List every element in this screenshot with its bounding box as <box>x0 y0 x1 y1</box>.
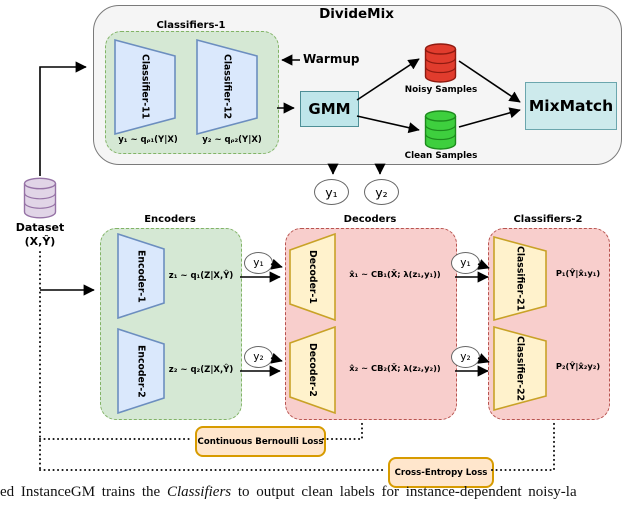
continuous-bernoulli-loss-box: Continuous Bernoulli Loss <box>195 426 326 457</box>
warmup-label: Warmup <box>303 52 360 66</box>
noisy-samples-cylinder-icon <box>424 43 457 88</box>
encoder-1-block: Encoder-1 <box>117 233 165 319</box>
y2-right-ellipse: y₂ <box>451 346 480 368</box>
mixmatch-box: MixMatch <box>525 82 617 130</box>
classifier-12-trapezoid-icon <box>196 39 258 135</box>
y1-right-ellipse: y₁ <box>451 252 480 274</box>
y1-output-ellipse: y₁ <box>314 179 349 205</box>
dataset-cylinder-icon <box>23 177 57 224</box>
encoder-1-label: Encoder-1 <box>135 249 147 303</box>
dotted-cb-loss-to-decoders <box>322 420 363 440</box>
noisy-samples-label: Noisy Samples <box>404 85 478 95</box>
arrow-dataset-to-dividemix <box>39 61 87 176</box>
figure-caption: ed InstanceGM trains the Classifiers to … <box>0 484 640 501</box>
decoder-2-formula: x̂₂ ~ CB₂(X̄; λ(z₂,y₂)) <box>349 363 441 373</box>
dataset-variables-label: (X,Ŷ) <box>24 235 56 248</box>
decoder-2-block: Decoder-2 <box>289 326 336 414</box>
classifier-21-formula: P₁(Ŷ|x̂₁y₁) <box>555 268 601 278</box>
caption-post: to output clean labels for instance-depe… <box>231 484 577 500</box>
classifiers2-title: Classifiers-2 <box>513 214 583 225</box>
decoder-1-formula: x̂₁ ~ CB₁(X̄; λ(z₁,y₁)) <box>349 269 441 279</box>
classifier-12-label: Classifier-12 <box>221 54 233 120</box>
clean-samples-label: Clean Samples <box>404 151 478 161</box>
decoder-2-trapezoid-icon <box>289 326 336 414</box>
gmm-box: GMM <box>300 91 359 127</box>
classifier-22-block: Classifier-22 <box>493 326 547 411</box>
dividemix-title: DivideMix <box>319 6 394 22</box>
classifier-22-trapezoid-icon <box>493 326 547 411</box>
encoder-2-label: Encoder-2 <box>135 344 147 398</box>
encoder-1-trapezoid-icon <box>117 233 165 319</box>
encoder-2-trapezoid-icon <box>117 328 165 414</box>
encoders-title: Encoders <box>144 214 196 225</box>
y1-mid-ellipse: y₁ <box>244 252 273 274</box>
classifier-11-block: Classifier-11 <box>114 39 176 135</box>
caption-italic: Classifiers <box>166 484 232 500</box>
classifier-22-formula: P₂(Ŷ|x̂₂y₂) <box>555 361 601 371</box>
encoder-1-formula: z₁ ~ q₁(Z|X,Ŷ) <box>168 271 234 281</box>
y2-mid-ellipse: y₂ <box>244 346 273 368</box>
classifier-21-label: Classifier-21 <box>514 245 526 312</box>
classifier-11-label: Classifier-11 <box>139 54 151 120</box>
classifier-21-trapezoid-icon <box>493 236 547 321</box>
encoder-2-block: Encoder-2 <box>117 328 165 414</box>
caption-pre: ed InstanceGM trains the <box>0 484 167 500</box>
classifier-12-formula: y₂ ~ qᵨ₂(Y|X) <box>202 135 262 145</box>
classifier-12-block: Classifier-12 <box>196 39 258 135</box>
y2-output-ellipse: y₂ <box>364 179 399 205</box>
classifier-11-formula: y₁ ~ qᵨ₁(Y|X) <box>118 135 178 145</box>
decoder-2-label: Decoder-2 <box>307 343 318 397</box>
clean-samples-cylinder-icon <box>424 110 457 155</box>
dataset-label: Dataset <box>15 221 65 234</box>
classifier-21-block: Classifier-21 <box>493 236 547 321</box>
decoders-title: Decoders <box>343 214 397 225</box>
classifier-22-label: Classifier-22 <box>514 335 526 402</box>
dotted-ce-loss-to-classifiers2 <box>491 420 555 471</box>
classifier-11-trapezoid-icon <box>114 39 176 135</box>
encoder-2-formula: z₂ ~ q₂(Z|X,Ŷ) <box>168 365 234 375</box>
decoder-1-trapezoid-icon <box>289 233 336 321</box>
decoder-1-label: Decoder-1 <box>307 250 318 304</box>
cross-entropy-loss-box: Cross-Entropy Loss <box>388 457 494 488</box>
decoder-1-block: Decoder-1 <box>289 233 336 321</box>
classifiers1-title: Classifiers-1 <box>156 20 226 31</box>
